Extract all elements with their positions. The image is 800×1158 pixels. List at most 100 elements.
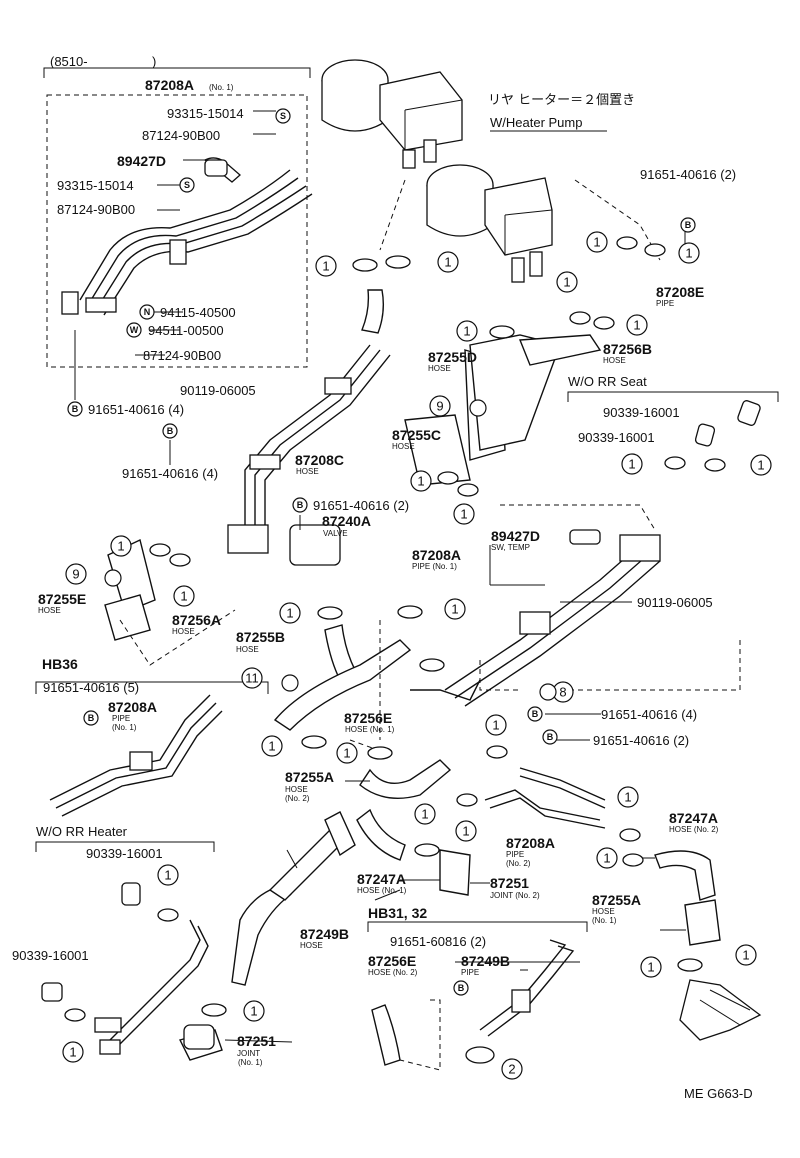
pipe-assembly-hb36 [49,694,223,817]
callout-1: 1 [624,790,631,805]
label-91651: 91651-40616 (4) [88,402,184,417]
label-87251-sub: JOINT (No. 2) [490,891,540,900]
callout-9: 9 [72,567,79,582]
label-89427d: 89427D [117,153,166,169]
callout-1: 1 [451,602,458,617]
section-wo-rr-seat: W/O RR Seat [568,374,647,389]
label-87247a-sub: HOSE (No. 1) [357,886,407,895]
label-87256e: 87256E [344,710,392,726]
label-91651: 91651-40616 (2) [640,167,736,182]
clamps [64,236,726,1064]
callout-1: 1 [286,606,293,621]
callout-1: 1 [757,458,764,473]
label-87255e-sub: HOSE [38,606,61,615]
label-87255a: 87255A [592,892,641,908]
label-87255d: 87255D [428,349,477,365]
label-87124: 87124-90B00 [57,202,135,217]
label-87251: 87251 [490,875,529,891]
label-90119: 90119-06005 [180,383,256,398]
callout-1: 1 [444,255,451,270]
callout-1: 1 [633,318,640,333]
label-90339: 90339-16001 [578,430,655,445]
label-90119: 90119-06005 [637,595,713,610]
label-87255a-sub: (No. 1) [592,916,617,925]
label-87255a-sub: HOSE [592,907,615,916]
label-89427d: 89427D [491,528,540,544]
label-87251-sub: (No. 1) [238,1058,263,1067]
label-87124: 87124-90B00 [143,348,221,363]
model-code: (8510- [50,54,88,69]
mounting-bracket-lower-right [679,979,762,1041]
callout-2: 2 [508,1062,515,1077]
label-91651: 91651-40616 (4) [122,466,218,481]
section-hb36: HB36 [42,656,78,672]
label-87249b-sub: HOSE [300,941,323,950]
label-87255b: 87255B [236,629,285,645]
label-90339: 90339-16001 [86,846,163,861]
callout-1: 1 [628,457,635,472]
label-87208a-sub: (No. 1) [209,83,234,92]
label-87256e-sub: HOSE (No. 2) [368,968,418,977]
label-87251-sub: JOINT [237,1049,260,1058]
label-91651: 91651-40616 (5) [43,680,139,695]
labels-top-right: リヤ ヒーター＝２個置き W/Heater Pump 91651-40616 (… [392,93,736,451]
callout-b: B [72,404,79,414]
callout-1: 1 [603,851,610,866]
label-87208a-sub: PIPE [506,850,524,859]
pipe-wo-rr-heater [94,919,209,1055]
section-heater-pump: W/Heater Pump [490,115,582,130]
label-87124: 87124-90B00 [142,128,220,143]
label-87249b: 87249B [461,953,510,969]
label-87255a: 87255A [285,769,334,785]
label-87251: 87251 [237,1033,276,1049]
pipe-assembly-87208a-right [410,534,661,707]
pipe-assembly-87208a-top [61,157,313,316]
pipe-assembly-87208a-no2 [484,767,606,829]
callout-1: 1 [343,746,350,761]
label-87247a: 87247A [357,871,406,887]
label-87255a-sub: HOSE [285,785,308,794]
label-87208a: 87208A [145,77,194,93]
label-87256b-sub: HOSE [603,356,626,365]
callout-1: 1 [69,1045,76,1060]
label-87255c: 87255C [392,427,441,443]
callout-1: 1 [460,507,467,522]
label-87256e: 87256E [368,953,416,969]
label-87240a-sub: VALVE [323,529,348,538]
label-87256a: 87256A [172,612,221,628]
callout-1: 1 [685,246,692,261]
callout-8: 8 [559,685,566,700]
label-87208e-sub: PIPE [656,299,674,308]
frames [35,67,779,932]
label-91651: 91651-40616 (2) [313,498,409,513]
rear-heater-note: リヤ ヒーター＝２個置き [488,93,635,108]
label-87208a: 87208A [412,547,461,563]
callout-s: S [184,180,190,190]
label-94511: 94511-00500 [148,323,224,338]
callout-w: W [130,325,139,335]
callout-1: 1 [164,868,171,883]
callout-b: B [547,732,554,742]
callout-1: 1 [593,235,600,250]
label-87255c-sub: HOSE [392,442,415,451]
label-87208c-sub: HOSE [296,467,319,476]
callout-1: 1 [250,1004,257,1019]
label-87256b: 87256B [603,341,652,357]
callout-1: 1 [421,807,428,822]
pipe-assembly-87208c [227,289,391,554]
callout-other-group: 2 8 9 9 11 [65,395,574,1080]
label-87240a: 87240A [322,513,371,529]
label-93315: 93315-15014 [57,178,134,193]
callout-1: 1 [117,539,124,554]
pipe-87249b-lower [479,939,575,1037]
label-87208c: 87208C [295,452,344,468]
callout-11: 11 [245,671,259,686]
callout-s: S [280,111,286,121]
label-91651: 91651-40616 (4) [601,707,697,722]
labels-left-middle: 87255E HOSE 87256A HOSE 87255B HOSE HB36… [38,591,285,732]
labels-top-left: (8510- ) 87208A (No. 1) 93315-15014 8712… [50,54,409,538]
callout-1: 1 [462,824,469,839]
callout-b: B [532,709,539,719]
